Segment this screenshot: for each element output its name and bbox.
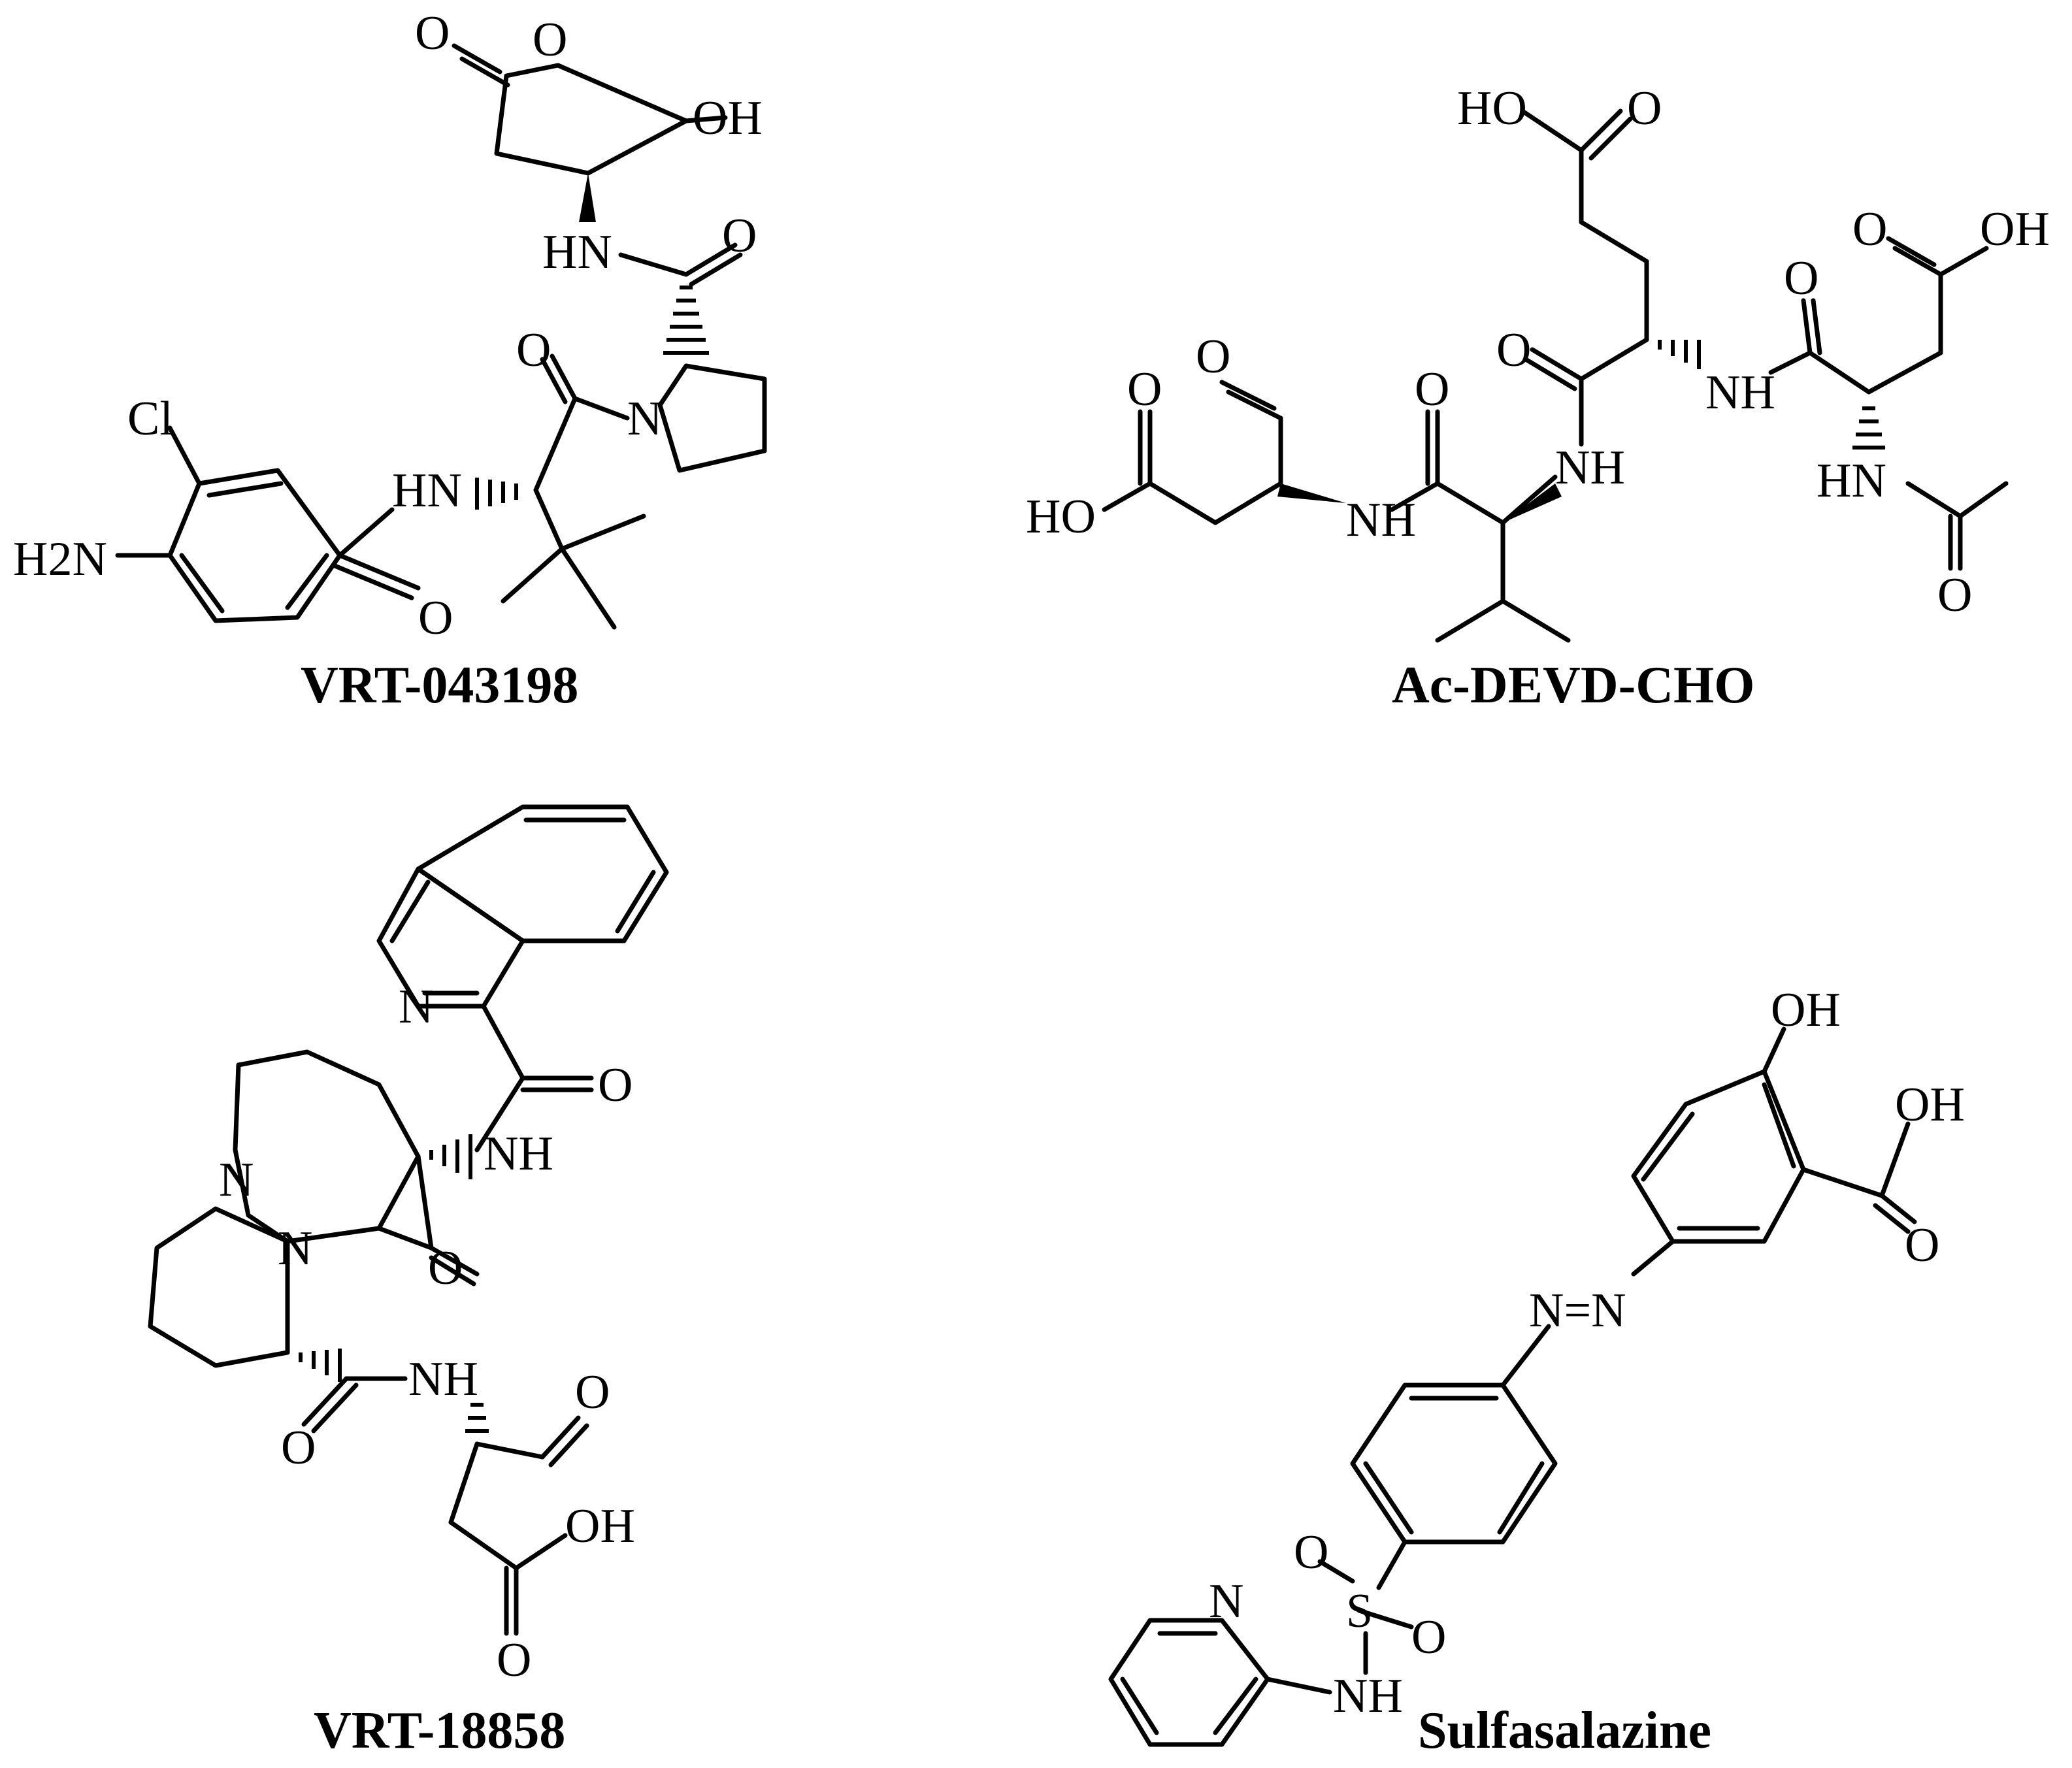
atom-label: O xyxy=(415,7,450,60)
atom-label: OH xyxy=(1771,983,1841,1037)
atom-label: HN xyxy=(1817,454,1886,508)
hash-bond-2 xyxy=(475,478,518,510)
hash-bond-5 xyxy=(429,1134,472,1179)
atom-label: O xyxy=(598,1058,633,1112)
compound-title: Ac-DEVD-CHO xyxy=(1392,657,1754,714)
hash-bond-6 xyxy=(299,1349,342,1382)
atom-label: O xyxy=(516,323,551,377)
atom-label: O xyxy=(1937,568,1972,622)
atom-label: NH xyxy=(1333,1669,1403,1723)
hash-bond-1 xyxy=(663,286,709,355)
compound-title: VRT-043198 xyxy=(301,657,578,714)
atom-label: O xyxy=(533,13,567,67)
atom-label: HO xyxy=(1457,82,1527,135)
atom-label: NH xyxy=(1346,493,1416,547)
atom-label: H2N xyxy=(13,532,107,586)
atom-label: O xyxy=(1196,330,1230,384)
atom-label: O xyxy=(1415,363,1449,416)
atom-label: O xyxy=(722,209,757,263)
atom-label: S xyxy=(1346,1584,1373,1638)
atom-label: OH xyxy=(693,91,763,145)
atom-label: N xyxy=(278,1222,312,1275)
compound-sulfasalazine: OH OH O N=N N O S O NH Sulfasalazine xyxy=(1108,983,1965,1760)
compound-vrt-18858: N O NH N N O NH O O OH O VRT-18858 xyxy=(148,804,669,1760)
atom-label: N xyxy=(399,980,433,1034)
atom-label: O xyxy=(1852,203,1887,256)
atom-label: O xyxy=(497,1633,531,1687)
atom-label: HN xyxy=(392,464,462,517)
hash-bond-7 xyxy=(465,1403,489,1433)
atom-label: O xyxy=(1496,323,1531,377)
atom-label: O xyxy=(1127,363,1162,416)
compound-title: VRT-18858 xyxy=(314,1702,565,1760)
atom-label: NH xyxy=(484,1127,553,1181)
atom-label: O xyxy=(1294,1526,1328,1579)
atom-label: O xyxy=(1411,1611,1446,1664)
atom-label: O xyxy=(428,1241,463,1295)
compound-title: Sulfasalazine xyxy=(1418,1702,1711,1760)
compound-ac-devd-cho: HO O O OH O O NH O O NH O HO NH HN O Ac-… xyxy=(1026,82,2050,714)
atom-label: O xyxy=(281,1421,316,1475)
atom-label: OH xyxy=(1895,1078,1965,1132)
atom-label: N xyxy=(627,392,662,446)
atom-label: HO xyxy=(1026,490,1096,544)
atom-label: O xyxy=(418,591,453,645)
atom-label: OH xyxy=(1980,203,2050,256)
atom-label: HN xyxy=(542,225,612,279)
atom-label: O xyxy=(575,1366,610,1419)
atom-label: N xyxy=(1209,1575,1243,1628)
hash-bond-3 xyxy=(1658,340,1701,369)
atom-label: NH xyxy=(408,1352,478,1406)
atom-label: O xyxy=(1627,82,1662,135)
atom-label: O xyxy=(1905,1219,1939,1272)
atom-label: N=N xyxy=(1529,1284,1626,1337)
hash-bond-4 xyxy=(1852,406,1885,450)
atom-label: NH xyxy=(1705,366,1775,419)
atom-label: OH xyxy=(565,1499,635,1553)
atom-label: N xyxy=(219,1153,254,1207)
atom-label: NH xyxy=(1555,441,1625,495)
atom-label: Cl xyxy=(127,392,173,446)
compound-vrt-043198: O O OH HN O O N HN Cl H2N O VRT-043198 xyxy=(13,7,767,714)
atom-label: O xyxy=(1784,252,1818,305)
